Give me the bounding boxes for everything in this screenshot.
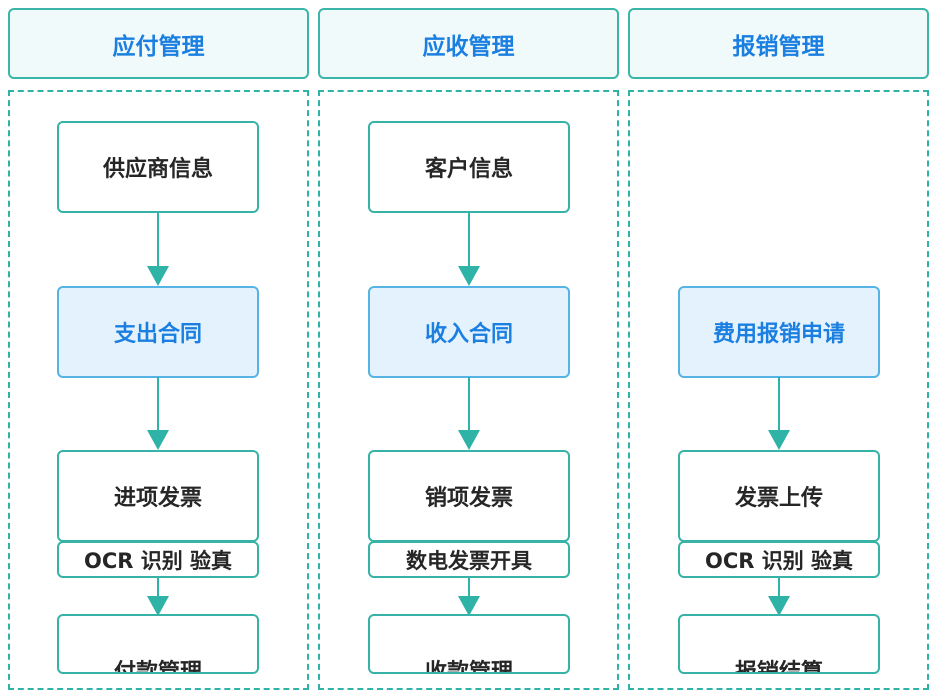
node-sub-label: OCR 识别 验真 — [704, 548, 854, 573]
node-ocr-verify: OCR 识别 验真 — [57, 541, 259, 578]
flow-arrow — [147, 578, 169, 616]
node-label: 收款管理 — [424, 660, 513, 674]
node-digital-invoice: 数电发票开具 — [368, 541, 570, 578]
column-header-receivables: 应收管理 — [318, 8, 619, 79]
flow-arrow — [768, 578, 790, 616]
node-invoice-upload: 发票上传 — [678, 450, 880, 542]
node-label: 供应商信息 — [102, 157, 213, 182]
node-label: 客户信息 — [424, 157, 513, 182]
flow-arrow — [458, 377, 480, 450]
flow-arrow — [458, 213, 480, 286]
flow-arrow — [458, 578, 480, 616]
node-expense-request: 费用报销申请 — [678, 286, 880, 378]
node-input-invoice: 进项发票 — [57, 450, 259, 542]
node-label: 进项发票 — [113, 486, 202, 511]
node-payment: 付款管理 — [57, 614, 259, 674]
node-expense-contract: 支出合同 — [57, 286, 259, 378]
node-label: 报销结算 — [734, 660, 823, 674]
node-ocr-verify: OCR 识别 验真 — [678, 541, 880, 578]
column-header-payables: 应付管理 — [8, 8, 309, 79]
node-label: 支出合同 — [113, 322, 202, 347]
flow-arrow — [147, 377, 169, 450]
flow-arrow — [768, 377, 790, 450]
column-title: 应收管理 — [422, 33, 515, 60]
node-sub-label: 数电发票开具 — [406, 548, 532, 573]
column-title: 应付管理 — [112, 33, 205, 60]
column-title: 报销管理 — [732, 33, 825, 60]
node-output-invoice: 销项发票 — [368, 450, 570, 542]
node-label: 销项发票 — [424, 486, 513, 511]
flow-arrow — [147, 213, 169, 286]
node-label: 付款管理 — [113, 660, 202, 674]
node-collection: 收款管理 — [368, 614, 570, 674]
node-label: 发票上传 — [734, 486, 823, 511]
node-supplier-info: 供应商信息 — [57, 121, 259, 213]
node-income-contract: 收入合同 — [368, 286, 570, 378]
column-header-reimbursement: 报销管理 — [628, 8, 929, 79]
node-sub-label: OCR 识别 验真 — [83, 548, 233, 573]
node-label: 费用报销申请 — [712, 322, 845, 347]
node-label: 收入合同 — [424, 322, 513, 347]
node-customer-info: 客户信息 — [368, 121, 570, 213]
node-settlement: 报销结算 — [678, 614, 880, 674]
